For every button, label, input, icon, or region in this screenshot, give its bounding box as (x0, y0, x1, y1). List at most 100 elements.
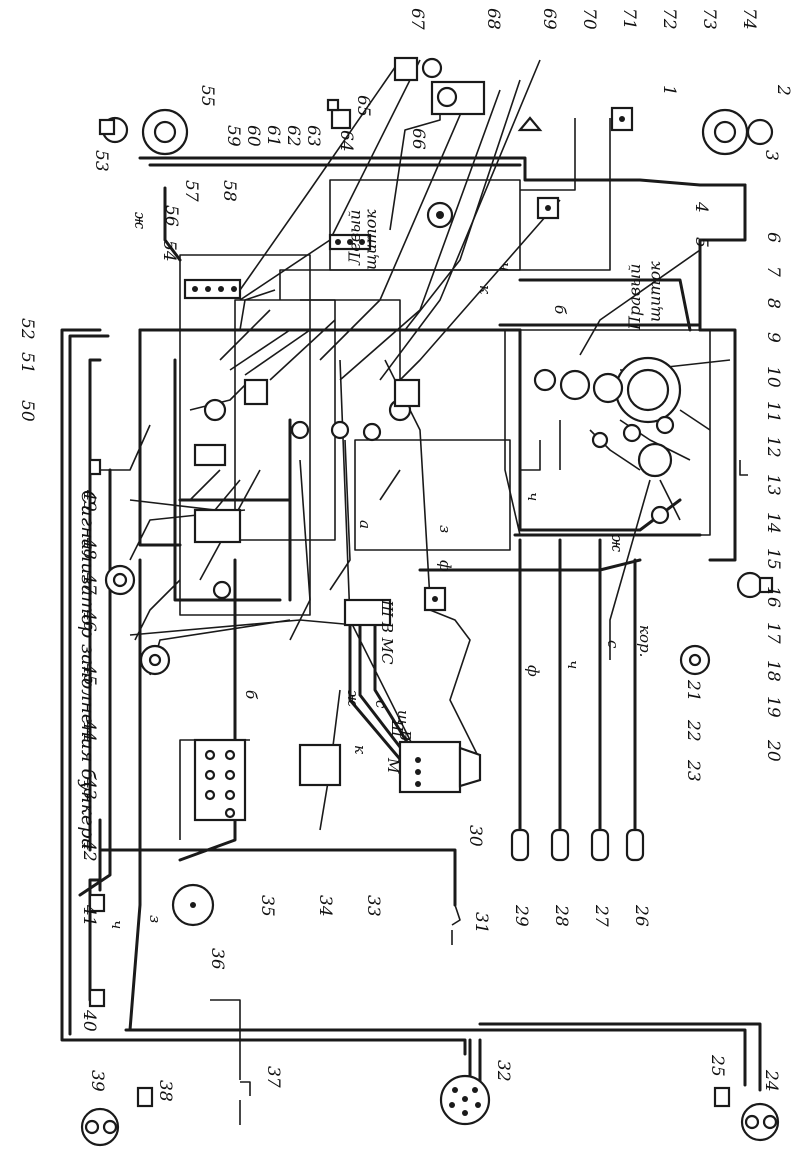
terminal-block-left (183, 233, 372, 300)
num-54: 54 (159, 240, 179, 262)
wire-labels: ж к ч б ч ж ф ч с кор. б з ч з ф а ж с ш… (108, 212, 654, 929)
plugs-icon (510, 828, 645, 862)
wire-label-k-left: к (476, 285, 494, 294)
wire-label-b-top: б (551, 305, 569, 315)
num-39: 39 (87, 1070, 107, 1092)
num-10: 10 (763, 366, 783, 388)
wire-label-ch-left: ч (496, 262, 514, 271)
num-60: 60 (243, 125, 263, 147)
num-58: 58 (219, 180, 239, 202)
num-62: 62 (283, 125, 303, 147)
reference-numbers: 74 73 72 71 70 69 68 67 1 2 3 55 53 66 6… (17, 8, 793, 1102)
socket-41-icon (88, 893, 106, 913)
lamp-44-icon (139, 644, 171, 676)
wire-label-s-reg: с (372, 700, 390, 709)
wire-label-b-mid: б (242, 690, 260, 700)
num-8: 8 (763, 298, 783, 309)
num-40: 40 (79, 1009, 99, 1032)
wire-label-f-low: ф (524, 665, 542, 677)
num-59: 59 (223, 125, 243, 147)
num-49: 49 (79, 489, 99, 512)
num-27: 27 (591, 904, 611, 927)
relay-33-icon (298, 743, 342, 787)
wire-label-sh-gen: Ш (388, 719, 406, 738)
num-28: 28 (551, 904, 571, 927)
sensor-13-icon (739, 460, 748, 476)
num-74: 74 (739, 8, 759, 30)
headlight-2-icon (701, 108, 774, 156)
num-31: 31 (471, 912, 491, 934)
num-19: 19 (763, 696, 783, 718)
relay-1-icon (610, 106, 634, 132)
num-25: 25 (707, 1054, 727, 1077)
fuse-box-42-icon (193, 738, 247, 822)
num-13: 13 (763, 474, 783, 496)
motor-68-icon (430, 80, 486, 116)
wire-label-ch-bottom: ч (108, 920, 126, 929)
num-57: 57 (181, 180, 201, 202)
rear-lamp-24-icon (740, 1102, 780, 1142)
wire-label-reg-terms: Ш В МС (378, 599, 396, 665)
num-18: 18 (763, 660, 783, 682)
num-9: 9 (763, 332, 783, 343)
num-64: 64 (336, 130, 356, 152)
panel-titles: Левый щиток Правый щиток Сигнализатор за… (77, 209, 664, 850)
num-38: 38 (155, 1080, 175, 1102)
wire-label-z-mid: з (436, 525, 454, 533)
num-22: 22 (683, 719, 703, 742)
num-29: 29 (511, 904, 531, 927)
num-61: 61 (263, 125, 283, 147)
num-21: 21 (683, 679, 703, 702)
num-33: 33 (363, 895, 383, 917)
right-panel-title-line1: Правый (625, 264, 644, 331)
left-panel-title-line1: Левый (345, 210, 364, 266)
lamp-48-icon (104, 564, 136, 596)
num-23: 23 (683, 759, 703, 782)
num-2: 2 (773, 84, 793, 96)
lamp-19-icon (679, 644, 711, 676)
num-50: 50 (17, 400, 37, 422)
num-72: 72 (659, 8, 679, 30)
switch-74-icon (536, 196, 560, 220)
num-36: 36 (207, 948, 227, 970)
switch-23-icon (423, 586, 447, 612)
num-16: 16 (763, 586, 783, 608)
num-7: 7 (763, 266, 783, 277)
num-67: 67 (407, 8, 427, 30)
num-12: 12 (763, 436, 783, 458)
right-panel (504, 329, 711, 536)
num-4: 4 (691, 201, 711, 213)
num-41: 41 (79, 904, 99, 927)
wire-label-v-gen: В (396, 729, 414, 741)
generator-30-icon (398, 740, 482, 794)
wire-label-zh-reg: ж (344, 690, 362, 707)
num-42: 42 (79, 839, 99, 862)
switch-37-icon (239, 1081, 251, 1125)
battery-36-icon (171, 883, 215, 927)
lamp-15-icon (736, 571, 774, 599)
num-3: 3 (761, 150, 781, 161)
wire-label-m-gen: М (384, 757, 402, 774)
left-panel-title-line2: щиток (361, 209, 380, 270)
regulator-icon (343, 598, 392, 627)
num-56: 56 (161, 205, 181, 227)
num-15: 15 (763, 548, 783, 570)
sensor-49-icon (88, 458, 102, 476)
signalizer-title: Сигнализатор заполнения бункера (77, 490, 99, 850)
wire-label-s-low: с (604, 640, 622, 649)
num-5: 5 (691, 237, 711, 248)
num-26: 26 (631, 904, 651, 927)
lamp-53-icon (98, 116, 129, 144)
num-69: 69 (539, 8, 559, 30)
switch-65-icon (326, 98, 352, 130)
num-65: 65 (353, 95, 373, 117)
num-48: 48 (79, 537, 99, 560)
num-47: 47 (79, 572, 99, 595)
num-32: 32 (493, 1060, 513, 1082)
num-17: 17 (763, 622, 783, 644)
num-37: 37 (263, 1066, 283, 1088)
main-harness (60, 156, 762, 1096)
wire-label-zh-right: ж (608, 535, 626, 552)
num-11: 11 (763, 401, 783, 423)
num-14: 14 (763, 512, 783, 534)
